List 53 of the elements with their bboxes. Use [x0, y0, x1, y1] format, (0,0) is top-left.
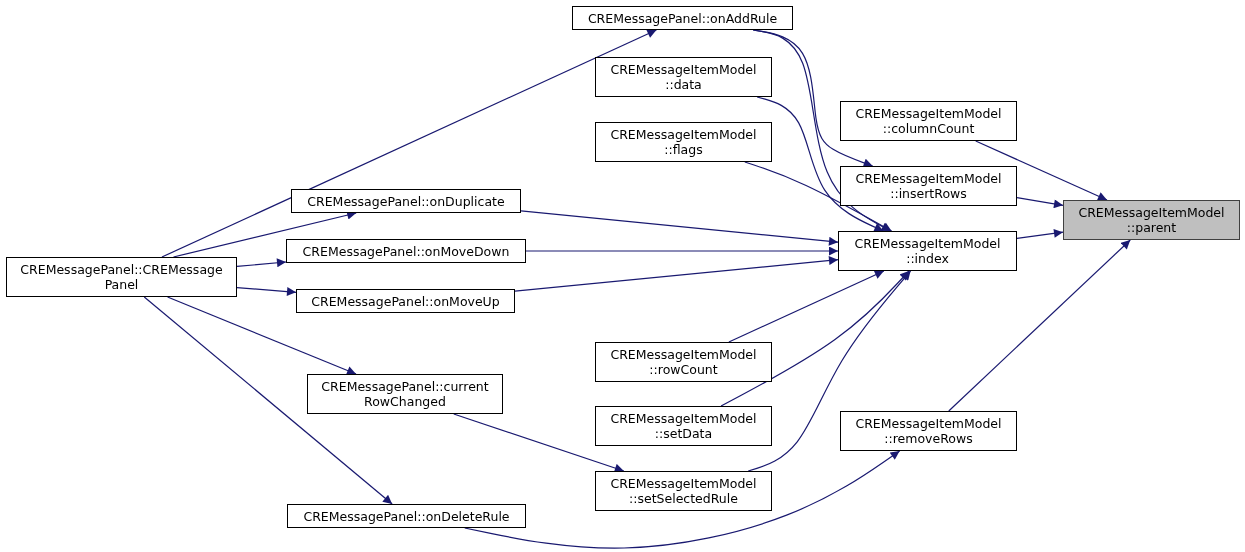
function-name: CREMessagePanel::onMoveUp [310, 293, 501, 309]
function-name: CREMessagePanel::onDuplicate [306, 193, 506, 209]
function-box [572, 6, 793, 30]
arrow [1016, 228, 1064, 240]
arrow [728, 270, 885, 343]
arrow [464, 450, 901, 549]
arrow [236, 258, 287, 268]
function-name: CREMessageItemModel ::setData [609, 411, 758, 441]
function-name: CREMessageItemModel ::removeRows [854, 416, 1003, 446]
function-name: CREMessageItemModel ::insertRows [854, 171, 1003, 201]
function-name: CREMessageItemModel ::setSelectedRule [609, 476, 758, 506]
function-name: CREMessageItemModel ::data [609, 62, 758, 92]
function-name: CREMessageItemModel ::index [853, 236, 1002, 266]
function-box [595, 342, 772, 382]
function-name: CREMessageItemModel ::parent [1077, 205, 1226, 235]
function-name: CREMessageItemModel ::rowCount [609, 347, 758, 377]
arrow [720, 270, 910, 407]
arrow [167, 296, 357, 375]
function-box [840, 166, 1017, 206]
function-name: CREMessagePanel::CREMessage Panel [19, 262, 224, 292]
arrow [756, 96, 884, 232]
function-box [307, 374, 503, 414]
arrow [520, 210, 839, 246]
function-box [838, 231, 1017, 271]
arrow [143, 296, 393, 505]
function-box [6, 257, 237, 297]
function-box [287, 504, 526, 528]
function-box [595, 57, 772, 97]
arrow [744, 161, 893, 232]
function-box [595, 471, 772, 511]
highlighted-function-box [1063, 200, 1240, 240]
function-box [286, 239, 526, 263]
arrow [747, 270, 912, 472]
arrow [975, 140, 1108, 201]
function-box [595, 406, 772, 446]
arrow [514, 256, 839, 292]
arrow [161, 29, 657, 258]
arrow [948, 239, 1131, 412]
arrow [236, 287, 297, 297]
function-box [296, 289, 515, 313]
function-name: CREMessageItemModel ::columnCount [854, 106, 1003, 136]
function-name: CREMessagePanel::onDeleteRule [302, 508, 511, 524]
function-box [595, 122, 772, 162]
function-box [840, 101, 1017, 141]
function-name: CREMessagePanel::onAddRule [586, 10, 779, 26]
arrow [525, 246, 839, 256]
function-box [291, 189, 521, 213]
function-name: CREMessagePanel::current RowChanged [320, 379, 490, 409]
function-box [840, 411, 1017, 451]
arrow [453, 413, 625, 473]
function-name: CREMessageItemModel ::flags [609, 127, 758, 157]
arrow [1016, 197, 1064, 209]
function-name: CREMessagePanel::onMoveDown [301, 243, 511, 259]
